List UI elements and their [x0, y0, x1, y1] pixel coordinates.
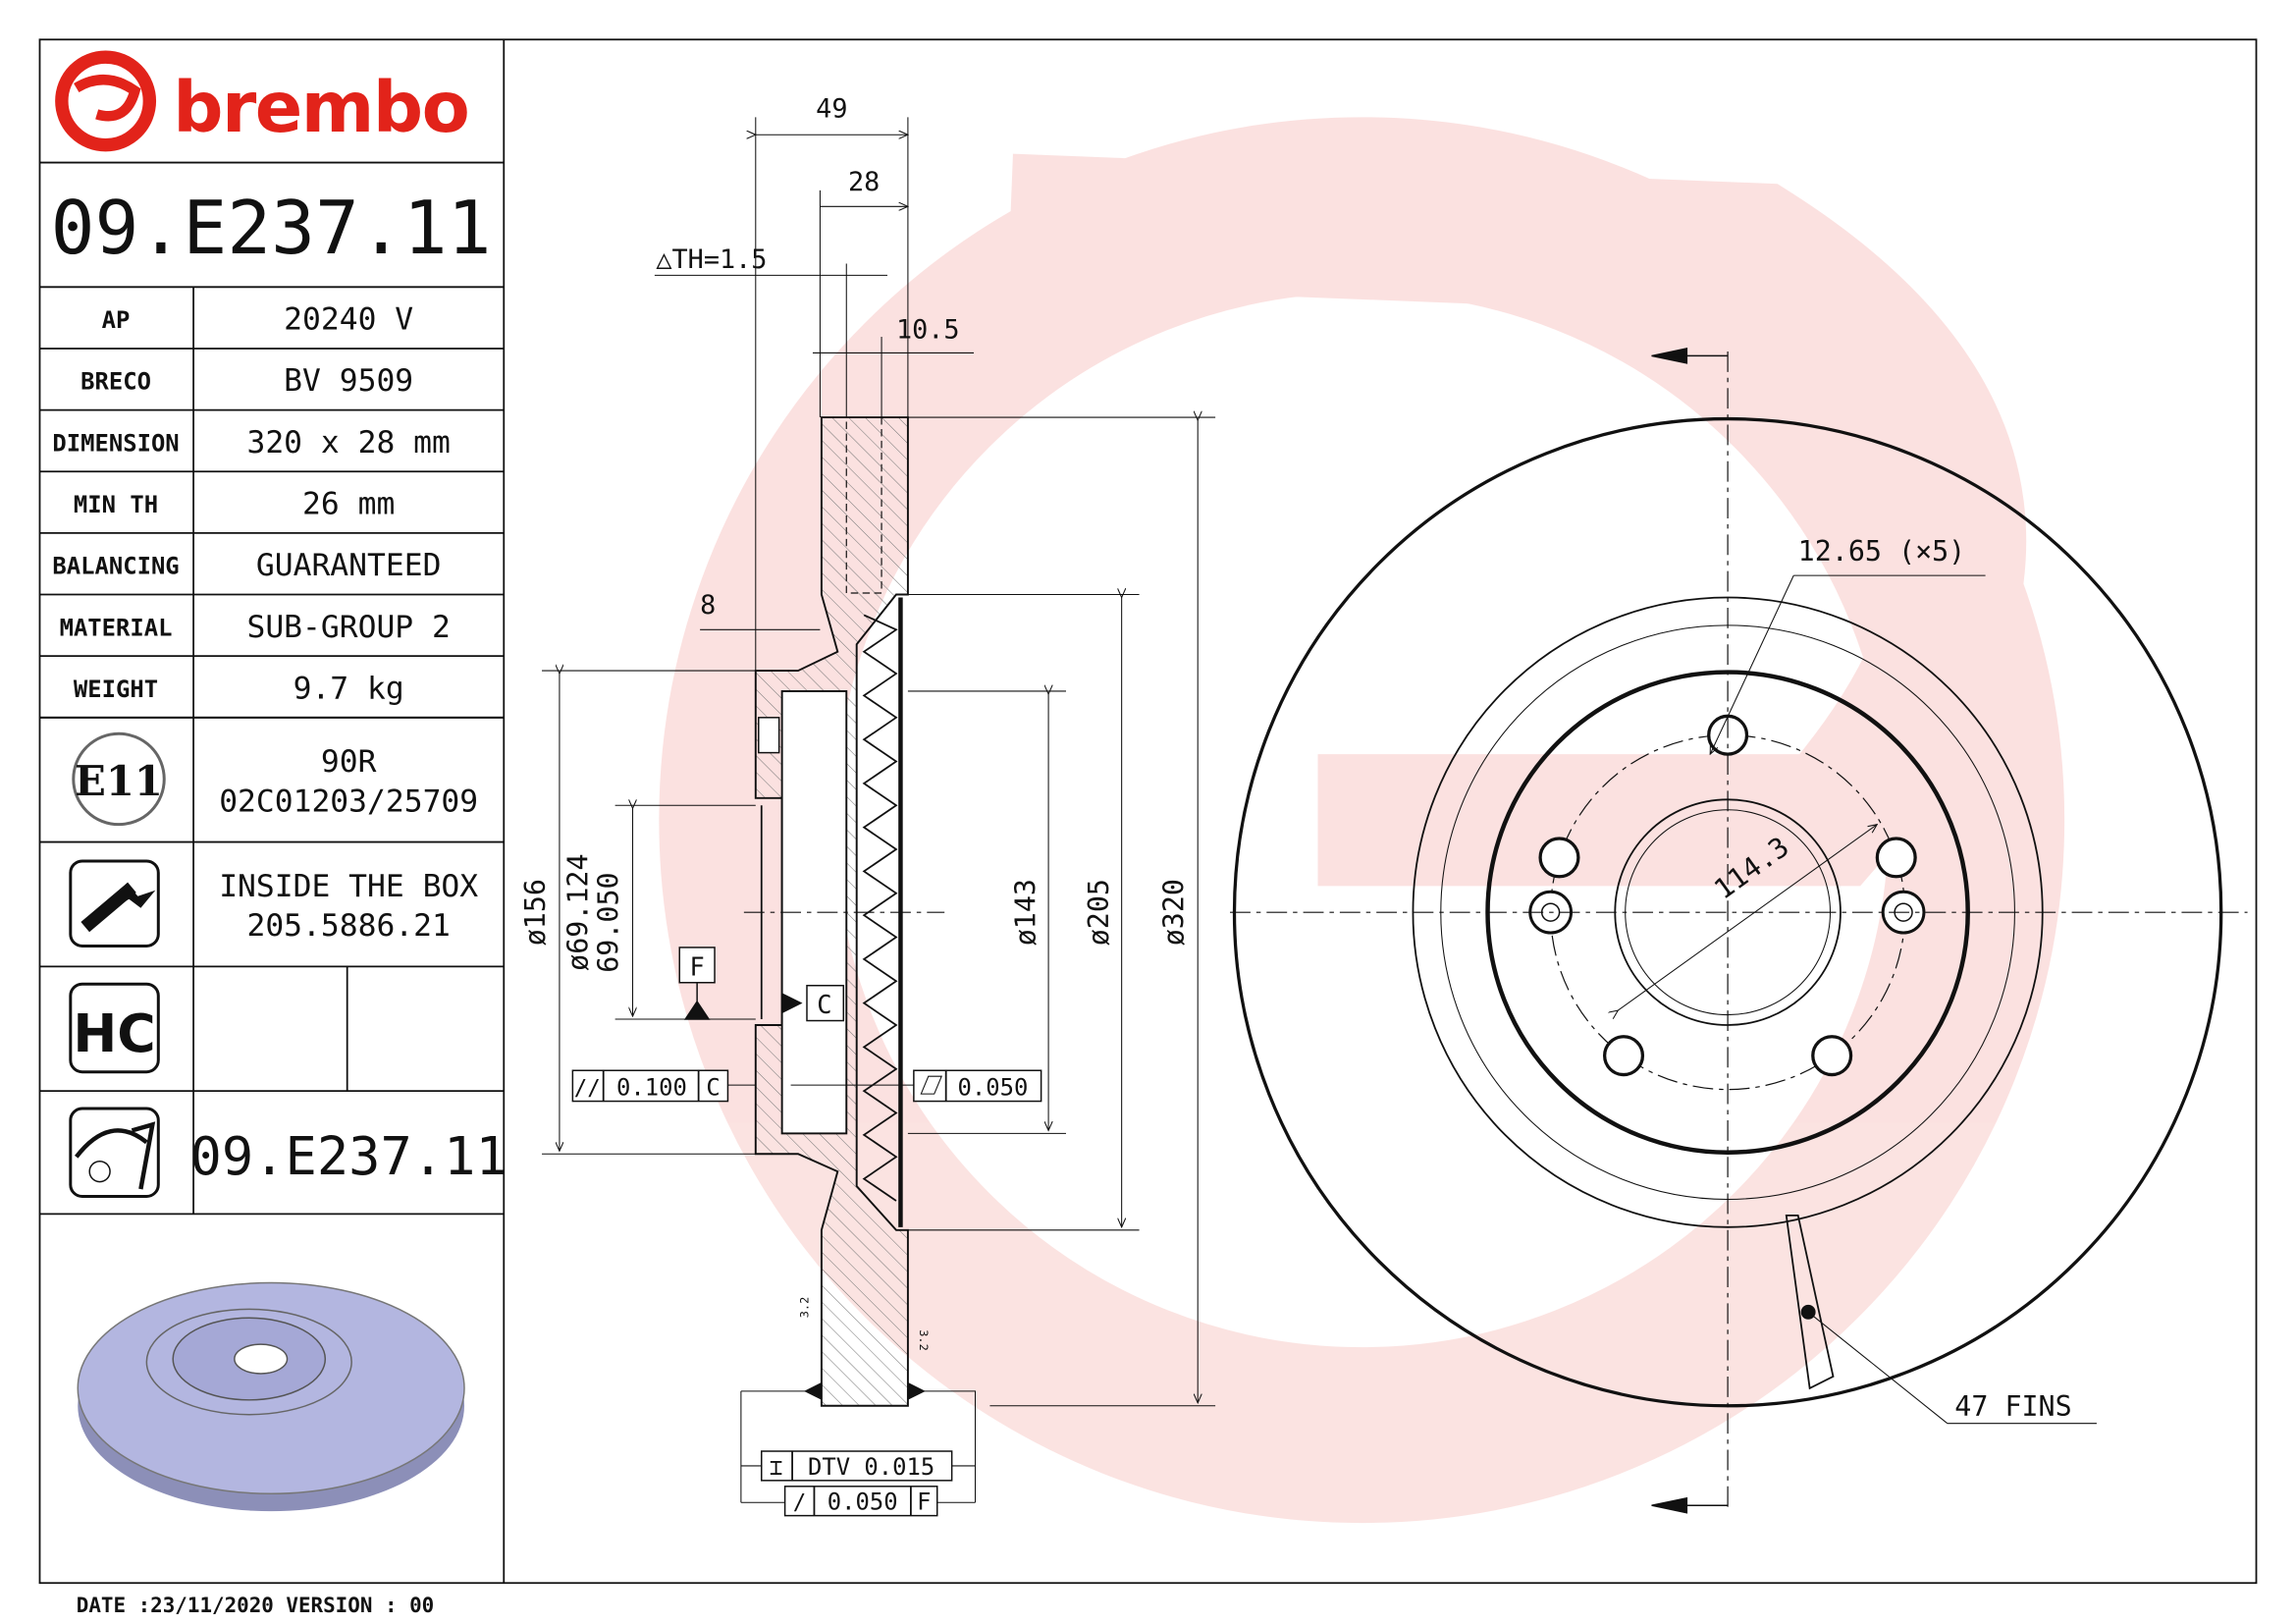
bolt-hole-dimension: 12.65 (×5)	[1798, 535, 1966, 568]
spec-value: 26 mm	[302, 486, 395, 521]
spec-label: BRECO	[80, 368, 151, 396]
svg-text:ø205: ø205	[1083, 879, 1115, 946]
spec-value: 9.7 kg	[294, 671, 404, 706]
approval-line1: 90R	[321, 744, 377, 780]
svg-text:F: F	[690, 951, 705, 981]
spec-row-ap: AP 20240 V	[39, 302, 505, 350]
brembo-logo: brembo	[55, 50, 470, 152]
screw-icon	[69, 859, 160, 947]
part-number-secondary: 09.E237.11	[190, 1125, 507, 1187]
hc-badge: HC	[69, 982, 160, 1074]
spec-value: GUARANTEED	[256, 548, 442, 583]
spec-label: MIN TH	[74, 491, 158, 518]
bolt-hole	[1875, 837, 1917, 879]
spec-value: BV 9509	[284, 363, 413, 399]
svg-text:3.2: 3.2	[917, 1329, 931, 1351]
front-view: 12.65 (×5) 114.3 47 FINS	[1230, 348, 2248, 1514]
svg-text:/: /	[793, 1490, 806, 1516]
spec-value: 20240 V	[284, 302, 413, 338]
inside-box-line1: INSIDE THE BOX	[219, 869, 478, 904]
date-version-footer: DATE :23/11/2020 VERSION : 00	[77, 1594, 434, 1617]
spec-label: BALANCING	[52, 553, 179, 580]
spec-row-breco: BRECO BV 9509	[39, 363, 505, 411]
svg-text:DTV 0.015: DTV 0.015	[808, 1453, 934, 1481]
parallelism-tolerance: // 0.100 C	[571, 1069, 756, 1103]
spec-row-weight: WEIGHT 9.7 kg	[39, 671, 505, 719]
svg-text://: //	[574, 1076, 601, 1102]
bolt-hole	[1603, 1035, 1645, 1077]
e11-approval-badge: E11	[72, 731, 166, 827]
dtv-runout-tolerance: ⌶ DTV 0.015 / 0.050 F	[740, 1381, 977, 1517]
fins-count: 47 FINS	[1954, 1390, 2071, 1423]
svg-text:3.2: 3.2	[797, 1297, 811, 1319]
svg-text:0.100: 0.100	[616, 1074, 687, 1102]
bolt-hole	[1811, 1035, 1853, 1077]
svg-text:ø143: ø143	[1010, 879, 1042, 946]
spec-label: WEIGHT	[74, 676, 158, 703]
spec-row-dimension: DIMENSION 320 x 28 mm	[39, 425, 505, 473]
svg-text:⌶: ⌶	[770, 1455, 782, 1481]
disc-caliper-icon	[69, 1107, 160, 1198]
svg-text:ø69.124: ø69.124	[561, 853, 594, 970]
approval-line2: 02C01203/25709	[219, 784, 478, 819]
svg-text:0.050: 0.050	[828, 1489, 898, 1516]
svg-text:0.050: 0.050	[957, 1074, 1028, 1102]
spec-row-min-th: MIN TH 26 mm	[39, 486, 505, 534]
svg-text:49: 49	[816, 93, 847, 124]
spec-row-material: MATERIAL SUB-GROUP 2	[39, 610, 505, 658]
svg-text:F: F	[917, 1489, 931, 1516]
spec-label: DIMENSION	[52, 429, 179, 457]
part-number-title: 09.E237.11	[51, 186, 492, 271]
spec-value: 320 x 28 mm	[246, 425, 450, 460]
spec-label: AP	[102, 306, 131, 334]
svg-text:28: 28	[848, 167, 880, 197]
bolt-hole	[1538, 837, 1580, 879]
svg-text:8: 8	[700, 590, 716, 621]
flatness-tolerance: 0.050	[790, 1069, 1042, 1103]
sheet-frame	[38, 38, 2258, 1585]
svg-text:10.5: 10.5	[896, 315, 960, 346]
svg-text:C: C	[817, 990, 831, 1019]
svg-text:△TH=1.5: △TH=1.5	[656, 244, 767, 275]
svg-text:E11: E11	[75, 757, 163, 805]
spec-table: brembo 09.E237.11 AP 20240 V BRECO BV 9509D…	[39, 50, 507, 1512]
svg-text:HC: HC	[73, 1002, 155, 1064]
spec-label: MATERIAL	[60, 614, 173, 641]
svg-text:C: C	[706, 1074, 720, 1102]
spec-value: SUB-GROUP 2	[246, 610, 450, 645]
disc-3d-render	[77, 1281, 465, 1512]
svg-text:ø320: ø320	[1157, 879, 1190, 946]
cross-section-view: 49 28 △TH=1.5 10.5 8 ø156 ø69.124 69.050…	[519, 93, 1216, 1517]
spec-row-balancing: BALANCING GUARANTEED	[39, 548, 505, 596]
svg-text:brembo: brembo	[173, 67, 468, 148]
inside-box-line2: 205.5886.21	[246, 908, 450, 944]
brembo-watermark	[659, 117, 2065, 1524]
svg-text:69.050: 69.050	[593, 872, 625, 972]
svg-text:ø156: ø156	[519, 879, 552, 946]
